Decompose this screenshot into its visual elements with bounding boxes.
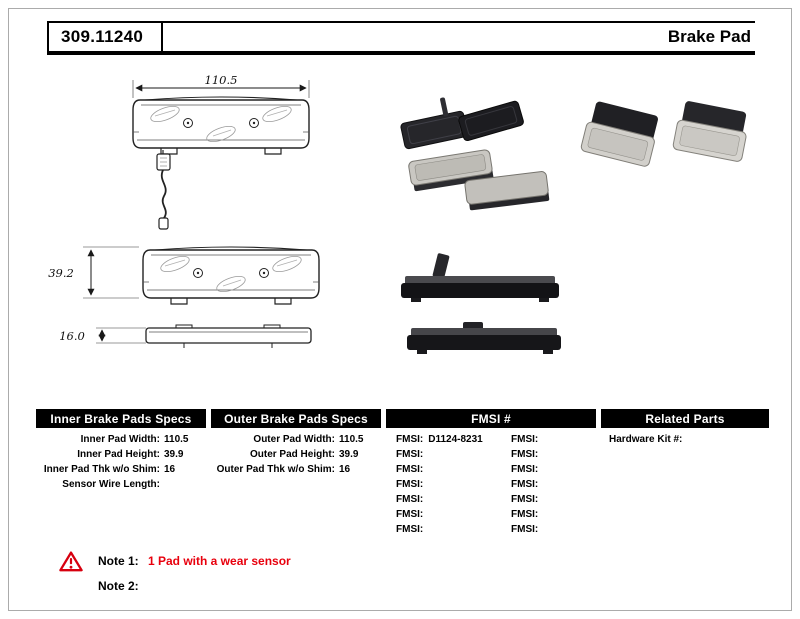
spec-value: 110.5	[164, 434, 189, 445]
spec-value	[160, 477, 164, 492]
width-dimension-label: 110.5	[205, 73, 238, 87]
fmsi-label: FMSI:	[396, 524, 424, 535]
spec-label: Outer Pad Width:	[253, 434, 335, 445]
note1-label: Note 1:	[98, 554, 139, 568]
fmsi-label: FMSI:	[511, 524, 539, 535]
fmsi-value: D1124-8231	[428, 434, 483, 445]
fmsi-label: FMSI:	[511, 479, 539, 490]
photo-pads-front-view	[580, 101, 747, 167]
related-parts-column: Related Parts Hardware Kit #:	[601, 409, 769, 447]
spec-value: 110.5	[339, 434, 364, 445]
related-parts-header: Related Parts	[601, 409, 769, 428]
related-part-label: Hardware Kit #:	[609, 434, 683, 445]
specs-table: Inner Brake Pads Specs Inner Pad Width: …	[9, 409, 791, 557]
fmsi-label: FMSI:	[396, 479, 424, 490]
spec-label: Outer Pad Thk w/o Shim:	[216, 464, 335, 475]
sheet-frame: 309.11240 Brake Pad	[8, 8, 792, 611]
outer-specs-column: Outer Brake Pads Specs Outer Pad Width: …	[211, 409, 381, 477]
spec-row: Outer Pad Height: 39.9	[211, 447, 381, 462]
outer-pad-drawing: 39.2	[48, 246, 320, 305]
spec-value: 39.9	[164, 449, 184, 460]
fmsi-row: FMSI: FMSI:	[386, 507, 596, 522]
note1-text: 1 Pad with a wear sensor	[148, 554, 291, 568]
spec-label: Sensor Wire Length:	[62, 479, 160, 490]
inner-pad-drawing: 110.5	[132, 73, 310, 155]
photo-pads-back-view	[400, 97, 550, 211]
spec-row: Outer Pad Width: 110.5	[211, 432, 381, 447]
fmsi-label: FMSI:	[511, 509, 539, 520]
fmsi-row: FMSI: D1124-8231 FMSI:	[386, 432, 596, 447]
fmsi-row: FMSI: FMSI:	[386, 447, 596, 462]
spec-row: Outer Pad Thk w/o Shim: 16	[211, 462, 381, 477]
fmsi-label: FMSI:	[396, 464, 424, 475]
thickness-dimension-label: 16.0	[59, 329, 85, 343]
fmsi-header: FMSI #	[386, 409, 596, 428]
fmsi-row: FMSI: FMSI:	[386, 462, 596, 477]
spec-value: 16	[339, 464, 351, 475]
fmsi-label: FMSI:	[511, 434, 539, 445]
inner-specs-header: Inner Brake Pads Specs	[36, 409, 206, 428]
spec-row: Inner Pad Width: 110.5	[36, 432, 206, 447]
spec-value: 16	[164, 464, 176, 475]
page-title: Brake Pad	[667, 27, 751, 46]
spec-label: Inner Pad Height:	[77, 449, 160, 460]
fmsi-label: FMSI:	[396, 494, 424, 505]
spec-label: Outer Pad Height:	[249, 449, 335, 460]
fmsi-row: FMSI: FMSI:	[386, 522, 596, 537]
side-view-drawing: 16.0	[59, 324, 312, 348]
notes-section: Note 1: 1 Pad with a wear sensor Note 2:	[59, 550, 291, 600]
fmsi-row: FMSI: FMSI:	[386, 477, 596, 492]
fmsi-row: FMSI: FMSI:	[386, 492, 596, 507]
height-dimension-label: 39.2	[48, 266, 74, 280]
spec-row: Inner Pad Thk w/o Shim: 16	[36, 462, 206, 477]
fmsi-label: FMSI:	[396, 509, 424, 520]
fmsi-label: FMSI:	[396, 434, 424, 445]
fmsi-label: FMSI:	[511, 464, 539, 475]
photo-pads-side-view	[401, 253, 561, 354]
note2-label: Note 2:	[98, 579, 139, 593]
fmsi-label: FMSI:	[511, 494, 539, 505]
wear-sensor-drawing	[156, 150, 171, 230]
related-part-row: Hardware Kit #:	[601, 432, 769, 447]
spec-label: Inner Pad Thk w/o Shim:	[43, 464, 160, 475]
note-row-1: Note 1: 1 Pad with a wear sensor	[59, 550, 291, 572]
fmsi-column: FMSI # FMSI: D1124-8231 FMSI: FMSI: FMSI:…	[386, 409, 596, 537]
outer-specs-header: Outer Brake Pads Specs	[211, 409, 381, 428]
technical-diagram: 110.5 39.2 16.0	[48, 73, 747, 354]
part-number: 309.11240	[47, 23, 164, 51]
spec-value: 39.9	[339, 449, 359, 460]
inner-specs-column: Inner Brake Pads Specs Inner Pad Width: …	[36, 409, 206, 492]
warning-icon	[59, 550, 83, 571]
spec-label: Inner Pad Width:	[80, 434, 160, 445]
fmsi-label: FMSI:	[511, 449, 539, 460]
fmsi-label: FMSI:	[396, 449, 424, 460]
spec-row: Inner Pad Height: 39.9	[36, 447, 206, 462]
note-row-2: Note 2:	[98, 575, 291, 597]
sheet-header: 309.11240 Brake Pad	[47, 21, 755, 55]
spec-row: Sensor Wire Length:	[36, 477, 206, 492]
